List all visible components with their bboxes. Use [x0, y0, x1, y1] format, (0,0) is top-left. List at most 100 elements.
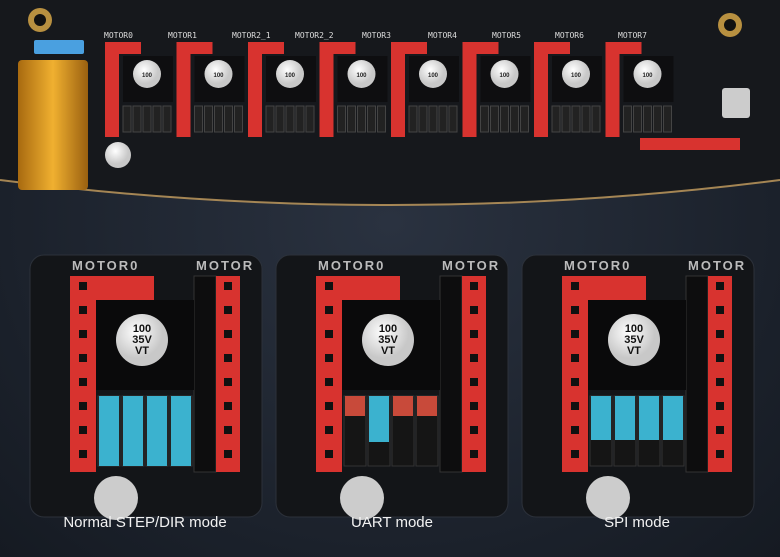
header-pin [470, 450, 478, 458]
jumper-pin [122, 105, 132, 133]
jumper-cap-blue [639, 396, 659, 440]
capacitor-text: VT [135, 345, 149, 357]
jumper-pin [224, 105, 233, 133]
red-header-column [319, 42, 334, 137]
capacitor [133, 60, 161, 88]
header-pin [470, 306, 478, 314]
header-pin [571, 378, 579, 386]
jumper-pin [357, 105, 366, 133]
red-header-row [262, 42, 284, 54]
header-pin [325, 426, 333, 434]
jumper-pin [581, 105, 591, 133]
header-pin [571, 330, 579, 338]
red-header-column [605, 42, 620, 137]
jumper-pin [448, 105, 458, 133]
bottom-capacitor [586, 476, 630, 520]
jumper-cap-blue [591, 396, 611, 440]
capacitor-text: 35V [132, 334, 152, 346]
black-header-column [439, 275, 463, 473]
capacitor-text: 100 [379, 323, 397, 335]
header-pin [470, 330, 478, 338]
caption-step-dir: Normal STEP/DIR mode [63, 514, 227, 531]
motor-label: MOTOR3 [362, 31, 391, 40]
red-header-column [105, 42, 119, 137]
capacitor-text: 100 [499, 73, 510, 79]
capacitor [116, 314, 168, 366]
red-header-row [588, 276, 646, 300]
capacitor-text: VT [381, 345, 395, 357]
header-pin [716, 426, 724, 434]
header-pin [224, 378, 232, 386]
jumper-cap-red [345, 396, 365, 416]
red-header-row [333, 42, 356, 54]
header-pin [716, 282, 724, 290]
capacitor [633, 60, 662, 88]
jumper-pin [275, 105, 285, 133]
panel-side-label: MOTOR [688, 258, 746, 273]
motor-label: MOTOR4 [428, 31, 457, 40]
header-pin [79, 426, 87, 434]
header-pin [571, 282, 579, 290]
header-pin [79, 378, 87, 386]
header-pin [79, 282, 87, 290]
header-pin [224, 330, 232, 338]
jumper-pin [152, 105, 162, 133]
capacitor [105, 142, 131, 168]
jumper-pin [162, 105, 172, 133]
header-pin [325, 378, 333, 386]
header-pin [325, 402, 333, 410]
header-pin [79, 354, 87, 362]
red-header-row [190, 42, 213, 54]
motor-label: MOTOR2_1 [232, 31, 271, 40]
jumper-pin [408, 105, 418, 133]
black-header-column [685, 275, 709, 473]
jumper-pin [265, 105, 275, 133]
header-row [640, 138, 740, 150]
red-header-row [405, 42, 427, 54]
bottom-capacitor [340, 476, 384, 520]
jumper-cap-blue [369, 396, 389, 442]
header-pin [571, 450, 579, 458]
jumper-cap-blue [615, 396, 635, 440]
red-header-column [316, 276, 342, 472]
jumper-pin [194, 105, 203, 133]
jumper-pin [510, 105, 519, 133]
driver-slot: 100 [605, 42, 674, 137]
header-pin [571, 426, 579, 434]
capacitor [562, 60, 590, 88]
driver-slot: 100 [319, 42, 388, 137]
capacitor-text: 100 [625, 323, 643, 335]
header-pin [325, 306, 333, 314]
jumper-pin [214, 105, 223, 133]
motor-label: MOTOR0 [104, 31, 133, 40]
header-pin [79, 450, 87, 458]
jumper-pin [438, 105, 448, 133]
motor-label: MOTOR2_2 [295, 31, 334, 40]
capacitor [347, 60, 376, 88]
red-header-column [248, 42, 262, 137]
jumper-pin [285, 105, 295, 133]
motor-label: MOTOR1 [168, 31, 197, 40]
panel-motor-label: MOTOR0 [72, 258, 139, 273]
header-pin [470, 378, 478, 386]
jumper-pin [367, 105, 376, 133]
header-pin [470, 402, 478, 410]
capacitor [490, 60, 519, 88]
capacitor [276, 60, 304, 88]
header-pin [224, 426, 232, 434]
jumper-pin [653, 105, 662, 133]
jumper-pin [520, 105, 529, 133]
capacitor [608, 314, 660, 366]
header-pin [224, 282, 232, 290]
jumper-pin [377, 105, 386, 133]
bottom-capacitor [94, 476, 138, 520]
header-pin [470, 282, 478, 290]
motor-label: MOTOR5 [492, 31, 521, 40]
jumper-pin [337, 105, 346, 133]
header-pin [716, 330, 724, 338]
caption-uart: UART mode [351, 514, 433, 531]
jumper-pin [551, 105, 561, 133]
driver-slot: 100 [462, 42, 531, 137]
header-pin [79, 306, 87, 314]
